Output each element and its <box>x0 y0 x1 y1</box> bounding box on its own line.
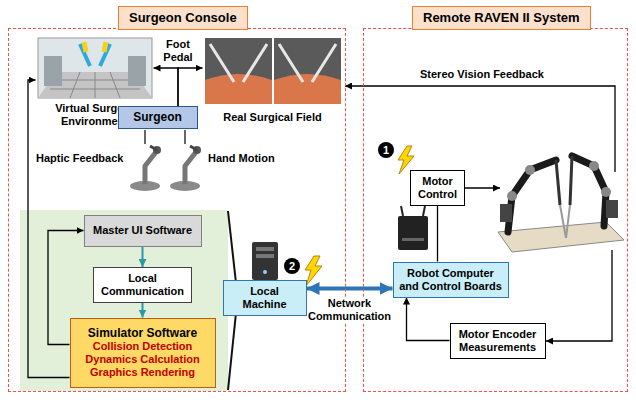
computer-box: Robot Computer and Control Boards <box>393 262 509 298</box>
callout-number: 2 <box>284 258 300 274</box>
connector <box>307 287 393 291</box>
virtual-environment-picture <box>70 72 80 98</box>
raven-robot-illustration <box>572 156 606 226</box>
node-title: Robot Computer and Control Boards <box>398 267 504 293</box>
lightning-icon <box>305 256 322 286</box>
raven-robot-illustration <box>601 187 611 197</box>
process-box: Motor Control <box>410 170 465 206</box>
virtual-environment-picture <box>38 38 152 98</box>
router-icon <box>401 206 403 216</box>
raven-robot-illustration <box>508 160 556 232</box>
node-title: Local Machine <box>228 285 302 311</box>
computer-tower-icon <box>252 242 278 280</box>
real-surgical-field-picture <box>205 74 272 104</box>
signal-lines <box>546 250 612 341</box>
virtual-environment-picture <box>110 72 120 98</box>
callout-number: 1 <box>378 142 394 158</box>
connector <box>154 68 179 106</box>
region-heading: Surgeon Console <box>118 6 248 30</box>
router-icon <box>398 216 428 250</box>
edge-label: Network Communication <box>307 297 393 323</box>
haptic-device <box>150 146 157 150</box>
haptic-link-lines <box>145 130 185 144</box>
virtual-environment-picture <box>44 56 62 86</box>
raven-robot-illustration <box>498 156 624 252</box>
computer-tower-icon <box>252 242 278 280</box>
robot-region: Remote RAVEN II SystemMotor ControlRobot… <box>363 28 628 392</box>
node-title: Motor Control <box>415 175 460 201</box>
zoom-lines <box>228 313 236 390</box>
console-region: Surgeon ConsoleVirtual Surgery Environme… <box>8 28 346 392</box>
raven-robot-illustration <box>570 156 572 205</box>
real-surgical-field-picture <box>243 44 267 82</box>
node-title: Motor Encoder Measurements <box>455 328 541 354</box>
software-box: Simulator SoftwareCollision DetectionDyn… <box>70 318 216 388</box>
virtual-environment-picture <box>95 72 96 98</box>
real-surgical-field-picture <box>205 38 272 104</box>
node-detail: Collision Detection <box>75 340 211 353</box>
node-title: Master UI Software <box>89 224 197 237</box>
zoom-lines <box>228 211 236 283</box>
raven-robot-illustration <box>507 191 517 201</box>
raven-robot-illustration <box>560 205 566 238</box>
signal-lines <box>345 86 615 172</box>
signal-label: Stereo Vision Feedback <box>420 68 544 81</box>
virtual-environment-picture <box>104 42 106 52</box>
lightning-icon <box>305 256 322 286</box>
node-detail: Dynamics Calculation <box>75 353 211 366</box>
connector <box>178 68 203 106</box>
node-detail: Graphics Rendering <box>75 366 211 379</box>
real-surgical-field-picture <box>205 38 341 104</box>
router-icon <box>423 206 425 216</box>
router-icon <box>402 238 424 241</box>
virtual-environment-picture <box>38 38 152 98</box>
connector <box>437 206 438 262</box>
raven-robot-illustration <box>556 160 560 205</box>
raven-robot-illustration <box>606 200 618 218</box>
real-surgical-field-picture <box>274 74 341 104</box>
process-box: Motor Encoder Measurements <box>450 323 546 359</box>
software-box: Master UI Software <box>84 215 202 247</box>
software-panel <box>20 210 228 391</box>
node-title: Surgeon <box>123 111 193 124</box>
real-surgical-field-picture <box>274 38 341 104</box>
raven-robot-illustration <box>589 161 599 171</box>
haptic-device <box>185 152 196 184</box>
signal-label: Hand Motion <box>208 152 275 165</box>
connector <box>142 303 144 318</box>
real-surgical-field-picture <box>312 44 336 82</box>
node-title: Local Communication <box>98 272 187 298</box>
router-icon <box>398 206 428 250</box>
raven-robot-illustration <box>566 205 570 238</box>
signal-label: Foot Pedal <box>156 38 200 64</box>
node-title: Real Surgical Field <box>203 111 343 124</box>
person-box: Surgeon <box>118 106 198 129</box>
computer-tower-icon <box>256 247 274 251</box>
virtual-environment-picture <box>128 56 146 86</box>
haptic-device <box>190 146 197 150</box>
process-box: Local Communication <box>93 267 192 303</box>
haptic-device <box>170 146 201 191</box>
haptic-device <box>130 146 161 191</box>
haptic-link-lines <box>184 130 185 144</box>
signal-lines <box>462 187 500 188</box>
connector <box>407 298 450 341</box>
haptic-device <box>145 152 156 184</box>
computer-box: Local Machine <box>223 280 307 316</box>
screen-panel: Real Surgical Field <box>203 36 343 124</box>
virtual-environment-picture <box>84 42 86 52</box>
computer-tower-icon <box>263 270 267 274</box>
real-surgical-field-picture <box>210 44 234 82</box>
real-surgical-field-picture <box>279 44 303 82</box>
raven-robot-illustration <box>500 204 512 222</box>
haptic-link-lines <box>144 130 145 144</box>
connector <box>142 247 144 268</box>
region-heading: Remote RAVEN II System <box>412 6 591 30</box>
node-title: Simulator Software <box>75 327 211 340</box>
raven-robot-illustration <box>525 165 535 175</box>
computer-tower-icon <box>256 254 274 258</box>
signal-label: Haptic Feedback <box>36 152 123 165</box>
